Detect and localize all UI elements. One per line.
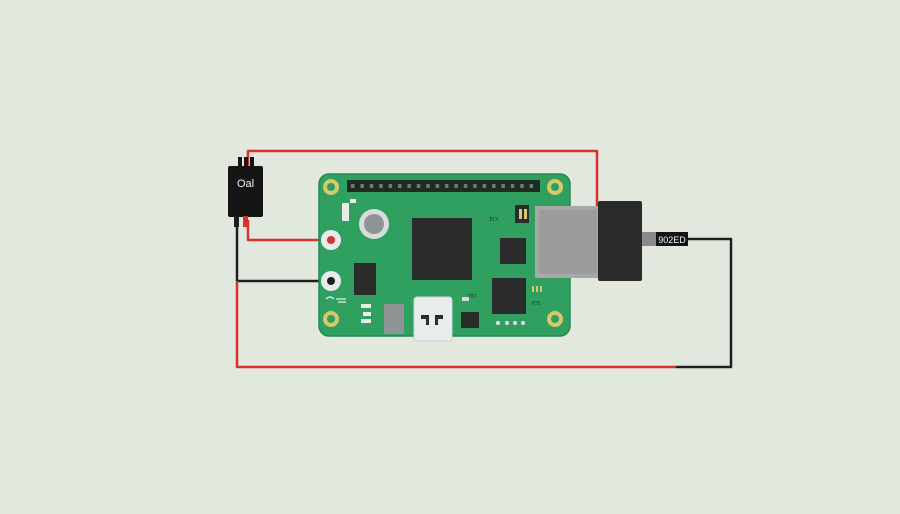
gpio-pin [426, 184, 430, 188]
module-label: Oal [237, 178, 254, 190]
gpio-pin [388, 184, 393, 188]
header-pin [524, 209, 527, 219]
motor-cap [598, 201, 642, 281]
chip-left [354, 263, 376, 295]
gpio-pin [351, 184, 355, 188]
module-pin [250, 157, 254, 167]
smd-dot [496, 321, 500, 325]
chip-small [461, 312, 479, 328]
usb-port-shape [421, 315, 443, 325]
chip-right-bottom [492, 278, 526, 314]
smd-dot [513, 321, 517, 325]
module-body [228, 166, 263, 217]
mount-hole-inner [551, 183, 559, 191]
gpio-pin [435, 184, 440, 188]
gpio-pin [398, 184, 402, 188]
gpio-pin [416, 184, 421, 188]
motor-cable-label: 902ED [658, 235, 686, 245]
module-lead-black [234, 216, 239, 227]
gpio-pin [369, 184, 374, 188]
black-terminal-dot [327, 277, 335, 285]
gpio-pin [407, 184, 411, 188]
gpio-pin [473, 184, 477, 188]
led-array [532, 286, 542, 292]
gpio-pin [445, 184, 449, 188]
gpio-pin [482, 184, 487, 188]
silk-marking [325, 296, 346, 303]
gpio-pin [454, 184, 458, 188]
red-terminal-dot [327, 236, 335, 244]
microcontroller-board: ECY T07 VTS [318, 173, 571, 342]
usb-connector [413, 296, 453, 342]
motor-assembly: 902ED [535, 201, 688, 281]
mount-hole-inner [327, 315, 335, 323]
gpio-pins [351, 184, 534, 188]
mount-hole-inner [327, 183, 335, 191]
motor-body-shade [539, 210, 597, 274]
smd-component [350, 199, 356, 203]
silk-label-mid: T07 [467, 294, 476, 300]
silk-label-top: ECY [489, 217, 498, 223]
gpio-pin [360, 184, 364, 188]
main-chip [412, 218, 472, 280]
gpio-header [347, 180, 540, 192]
header-pin [519, 209, 522, 219]
led [540, 286, 542, 292]
round-sensor-center [364, 214, 384, 234]
gpio-pin [501, 184, 505, 188]
smd-component [462, 297, 469, 301]
motor-shaft [642, 232, 656, 246]
gpio-pin [492, 184, 496, 188]
smd-component [361, 319, 371, 323]
smd-component [361, 304, 371, 308]
motor-cable-plug [656, 232, 688, 246]
led [536, 286, 538, 292]
left-module: Oal [228, 157, 263, 227]
smd-component [363, 312, 371, 316]
module-pin [238, 157, 242, 167]
gpio-pin [463, 184, 468, 188]
gpio-pin [529, 184, 534, 188]
mount-hole-inner [551, 315, 559, 323]
gpio-pin [520, 184, 524, 188]
black-wire-return [676, 237, 733, 369]
module-lead-red [243, 216, 248, 227]
led [532, 286, 534, 292]
gpio-pin [510, 184, 515, 188]
chip-right-top [500, 238, 526, 264]
module-pin [244, 157, 248, 167]
gpio-pin [379, 184, 383, 188]
white-connector-small [342, 203, 349, 221]
grey-block [384, 304, 404, 334]
red-wire-bottom [235, 281, 676, 369]
smd-dot [505, 321, 509, 325]
smd-dot [521, 321, 525, 325]
silk-label-right: VTS [531, 301, 540, 307]
